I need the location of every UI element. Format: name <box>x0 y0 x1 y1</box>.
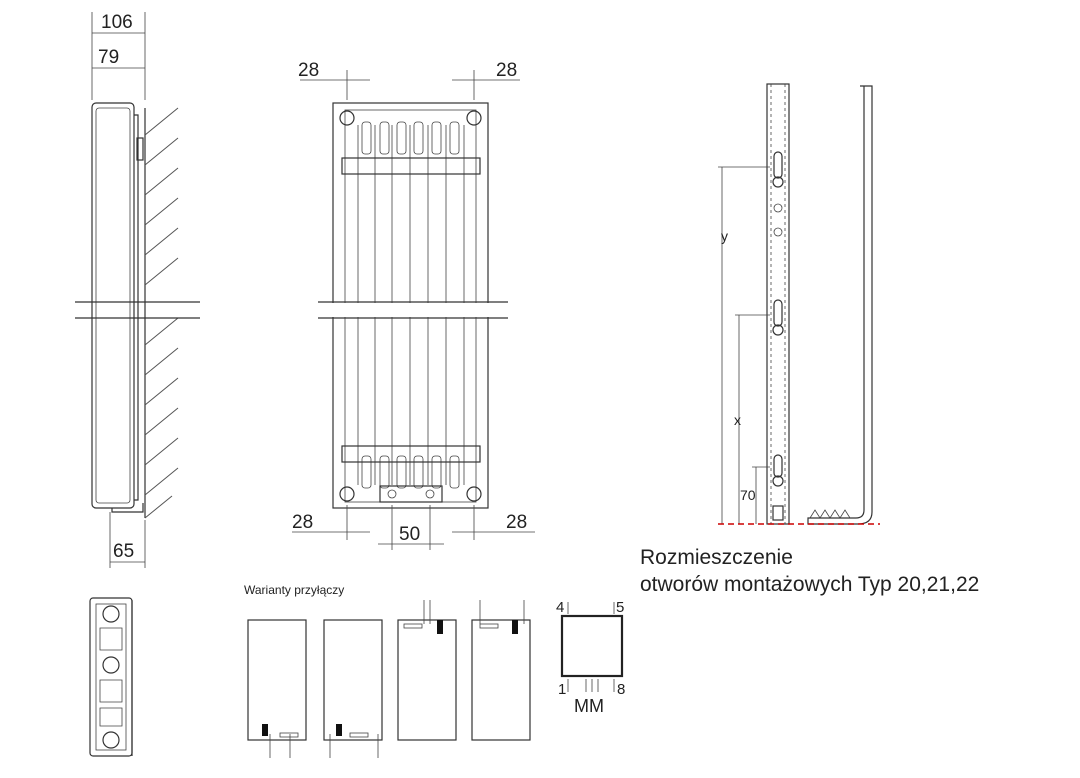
variant-2 <box>323 619 383 758</box>
front-view: 28 28 28 28 50 <box>292 60 535 550</box>
wall-hatch <box>144 107 179 519</box>
dim-28-top-left: 28 <box>298 60 319 81</box>
connection-numbering: 4 5 1 8 MM <box>556 599 625 716</box>
variant-1 <box>247 619 307 758</box>
conn-num-1: 1 <box>558 681 566 698</box>
caption-line-1: Rozmieszczenie <box>640 546 793 569</box>
dim-106: 106 <box>101 12 133 33</box>
side-view: 106 79 65 <box>75 12 200 568</box>
dim-28-bottom-left: 28 <box>292 512 313 533</box>
dim-28-bottom-right: 28 <box>506 512 527 533</box>
radiator-side-body <box>91 102 135 509</box>
top-view <box>89 597 133 757</box>
variant-3 <box>397 600 457 741</box>
mounting-rail <box>766 83 790 525</box>
dim-65: 65 <box>113 541 134 562</box>
conn-num-4: 4 <box>556 599 564 616</box>
dim-50: 50 <box>399 524 420 545</box>
label-y: y <box>721 228 728 244</box>
rail-profile <box>807 85 873 525</box>
conn-num-8: 8 <box>617 681 625 698</box>
connection-variants-title: Warianty przyłączy <box>244 583 344 597</box>
label-x: x <box>734 412 741 428</box>
mounting-rail-view: y x 70 Rozmieszczenie otworów montażowyc… <box>640 83 979 596</box>
connection-variants: Warianty przyłączy <box>244 583 625 758</box>
conn-label-mm: MM <box>574 696 604 716</box>
dim-79: 79 <box>98 47 119 68</box>
conn-num-5: 5 <box>616 599 624 616</box>
label-70: 70 <box>740 487 756 503</box>
variant-4 <box>471 600 531 741</box>
caption-line-2: otworów montażowych Typ 20,21,22 <box>640 573 979 596</box>
dim-28-top-right: 28 <box>496 60 517 81</box>
